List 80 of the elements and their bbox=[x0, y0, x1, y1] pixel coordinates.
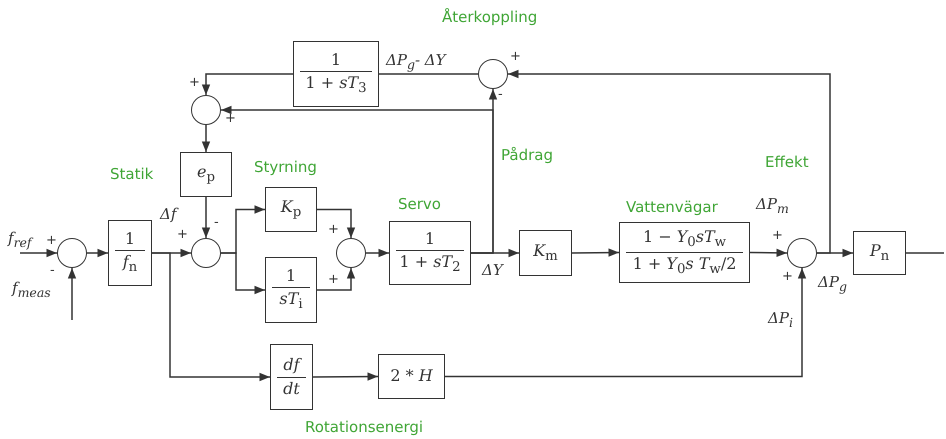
arrow bbox=[202, 125, 210, 152]
signal-label: f$_{meas}$ bbox=[12, 280, 51, 300]
arrow bbox=[68, 268, 76, 320]
arrow bbox=[508, 70, 831, 254]
arrow bbox=[445, 268, 806, 378]
numerator: 1 bbox=[330, 51, 342, 70]
sign-label: + bbox=[177, 228, 188, 241]
summing-junction bbox=[787, 238, 817, 268]
denominator: dt bbox=[282, 380, 301, 398]
transfer-function-block bbox=[108, 220, 152, 286]
summing-junction bbox=[336, 238, 366, 268]
caption-label: Servo bbox=[398, 197, 441, 212]
arrow bbox=[221, 106, 494, 254]
transfer-function-block bbox=[619, 222, 750, 283]
denominator: f$_{n}$ bbox=[120, 253, 138, 276]
gain-expression: 2 *H bbox=[389, 367, 434, 386]
arrow bbox=[202, 73, 293, 95]
summing-junction bbox=[478, 59, 508, 89]
sign-label: - bbox=[214, 216, 219, 229]
numerator: 1 bbox=[124, 230, 136, 248]
sign-label: + bbox=[782, 270, 793, 283]
caption-label: Återkoppling bbox=[442, 10, 538, 25]
denominator: sT$_{i}$ bbox=[278, 290, 304, 313]
arrow bbox=[202, 197, 210, 238]
arrow bbox=[313, 372, 378, 381]
summing-junction bbox=[191, 238, 221, 268]
signal-label: ΔP$_{g}$- ΔY bbox=[386, 52, 446, 72]
gain-expression: K$_{m}$ bbox=[532, 242, 559, 264]
sign-label: + bbox=[328, 273, 339, 286]
sign-label: + bbox=[225, 112, 236, 125]
caption-label: Styrning bbox=[254, 160, 317, 175]
arrow bbox=[366, 248, 389, 258]
arrow bbox=[221, 252, 265, 294]
arrow bbox=[20, 248, 57, 258]
signal-label: ΔP$_{i}$ bbox=[768, 310, 793, 330]
gain-expression: P$_{n}$ bbox=[868, 242, 890, 264]
signal-label: ΔP$_{g}$ bbox=[818, 274, 847, 294]
sign-label: + bbox=[46, 234, 57, 247]
sign-label: - bbox=[50, 264, 55, 277]
summing-junction bbox=[191, 95, 221, 125]
transfer-function-block bbox=[389, 221, 471, 285]
arrow bbox=[750, 248, 788, 258]
gain-expression: e$_{p}$ bbox=[196, 163, 216, 186]
gain-expression: K$_{p}$ bbox=[280, 198, 302, 221]
caption-label: Rotationsenergi bbox=[305, 420, 424, 435]
transfer-function-block bbox=[270, 344, 313, 410]
denominator: 1 + sT$_{3}$ bbox=[304, 74, 368, 97]
sign-label: + bbox=[772, 229, 783, 242]
caption-label: Effekt bbox=[765, 155, 809, 170]
transfer-function-block bbox=[265, 187, 317, 232]
summing-junction bbox=[57, 238, 87, 268]
numerator: 1 bbox=[284, 267, 298, 286]
transfer-function-block bbox=[180, 152, 232, 197]
sign-label: + bbox=[510, 50, 521, 63]
arrow bbox=[317, 268, 356, 291]
arrow bbox=[572, 248, 619, 257]
arrow bbox=[152, 252, 270, 382]
numerator: 1 bbox=[424, 230, 436, 248]
numerator: df bbox=[282, 356, 303, 374]
denominator: 1 + sT$_{2}$ bbox=[398, 253, 462, 276]
transfer-function-block bbox=[293, 41, 379, 107]
signal-line bbox=[379, 73, 478, 75]
numerator: 1 − Y$_{0}$sT$_{w}$ bbox=[642, 228, 728, 250]
transfer-function-block bbox=[265, 257, 317, 323]
signal-label: ΔP$_{m}$ bbox=[756, 196, 789, 216]
sign-label: - bbox=[498, 88, 503, 101]
denominator: 1 + Y$_{0}$s T$_{w}$/2 bbox=[632, 255, 738, 278]
signal-label: f$_{ref}$ bbox=[8, 230, 32, 250]
arrow bbox=[87, 248, 108, 258]
arrow bbox=[317, 208, 356, 238]
sign-label: + bbox=[328, 223, 339, 236]
caption-label: Pådrag bbox=[501, 148, 553, 163]
transfer-function-block bbox=[519, 230, 572, 276]
signal-label: Δf bbox=[160, 206, 176, 222]
sign-label: + bbox=[189, 76, 200, 89]
caption-label: Vattenvägar bbox=[626, 200, 718, 215]
transfer-function-block bbox=[853, 231, 906, 275]
caption-label: Statik bbox=[110, 167, 154, 182]
signal-line bbox=[906, 252, 944, 254]
transfer-function-block bbox=[378, 354, 445, 399]
